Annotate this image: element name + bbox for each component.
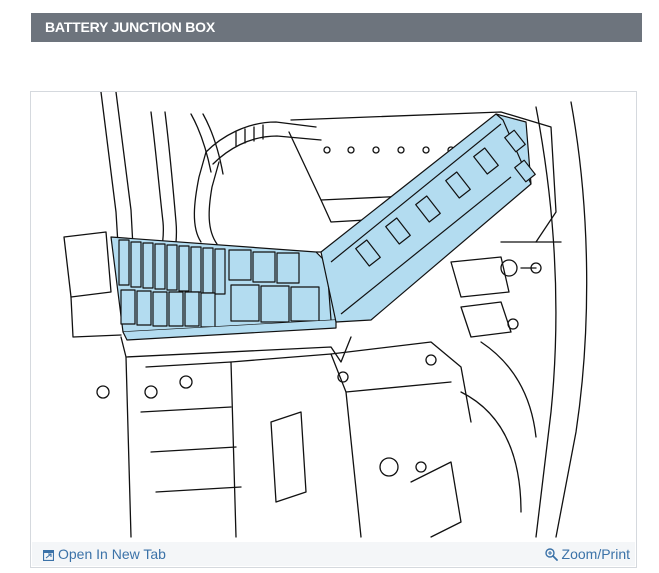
battery-junction-box-illustration[interactable] bbox=[31, 92, 636, 542]
magnifier-plus-icon bbox=[544, 548, 558, 561]
zoom-print-label: Zoom/Print bbox=[561, 546, 630, 562]
section-title: BATTERY JUNCTION BOX bbox=[45, 19, 215, 35]
open-in-new-tab-label: Open In New Tab bbox=[58, 546, 166, 562]
open-new-tab-icon bbox=[42, 549, 55, 562]
figure-frame: Open In New Tab Zoom/Print bbox=[30, 91, 637, 568]
zoom-print-link[interactable]: Zoom/Print bbox=[544, 546, 630, 562]
figure-footer: Open In New Tab Zoom/Print bbox=[32, 542, 635, 566]
open-in-new-tab-link[interactable]: Open In New Tab bbox=[42, 546, 166, 562]
section-header: BATTERY JUNCTION BOX bbox=[31, 13, 642, 42]
